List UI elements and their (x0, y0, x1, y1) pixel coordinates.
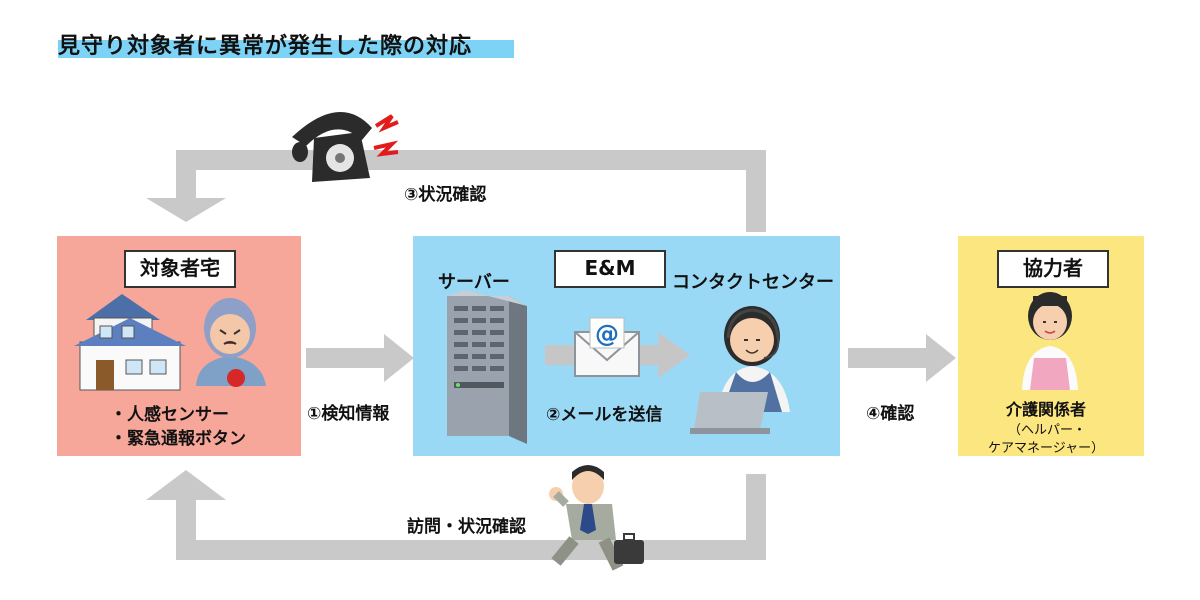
home-item-emergency: ・緊急通報ボタン (110, 429, 246, 449)
email-icon: @ (574, 317, 640, 377)
step3-label: ③状況確認 (404, 185, 487, 205)
server-icon (447, 290, 527, 444)
home-panel-label: 対象者宅 (124, 250, 236, 288)
home-item-sensor: ・人感センサー (110, 405, 229, 425)
detection-arrow (306, 334, 414, 382)
title-highlight (58, 40, 514, 58)
helper-note-1: （ヘルパー・ (1008, 423, 1087, 438)
house-icon (74, 294, 186, 391)
contact-center-label: コンタクトセンター (672, 272, 834, 293)
helper-role: 介護関係者 (1006, 400, 1087, 419)
server-label: サーバー (438, 272, 510, 293)
helper-note-2: ケアマネージャー） (988, 441, 1105, 456)
step4-label: ④確認 (866, 404, 915, 424)
elderly-person-icon (196, 298, 266, 387)
page-title: 見守り対象者に異常が発生した際の対応 (58, 34, 473, 59)
visit-label: 訪問・状況確認 (407, 517, 526, 537)
businessman-icon (549, 465, 644, 571)
step2-label: ②メールを送信 (546, 405, 663, 425)
helper-panel-label: 協力者 (997, 250, 1109, 288)
step1-label: ①検知情報 (307, 404, 390, 424)
confirm-arrow (848, 334, 956, 382)
em-panel-label: E&M (554, 250, 666, 288)
svg-text:@: @ (595, 320, 619, 348)
caregiver-icon (1022, 292, 1078, 390)
operator-icon (690, 306, 790, 434)
telephone-icon (292, 112, 399, 182)
